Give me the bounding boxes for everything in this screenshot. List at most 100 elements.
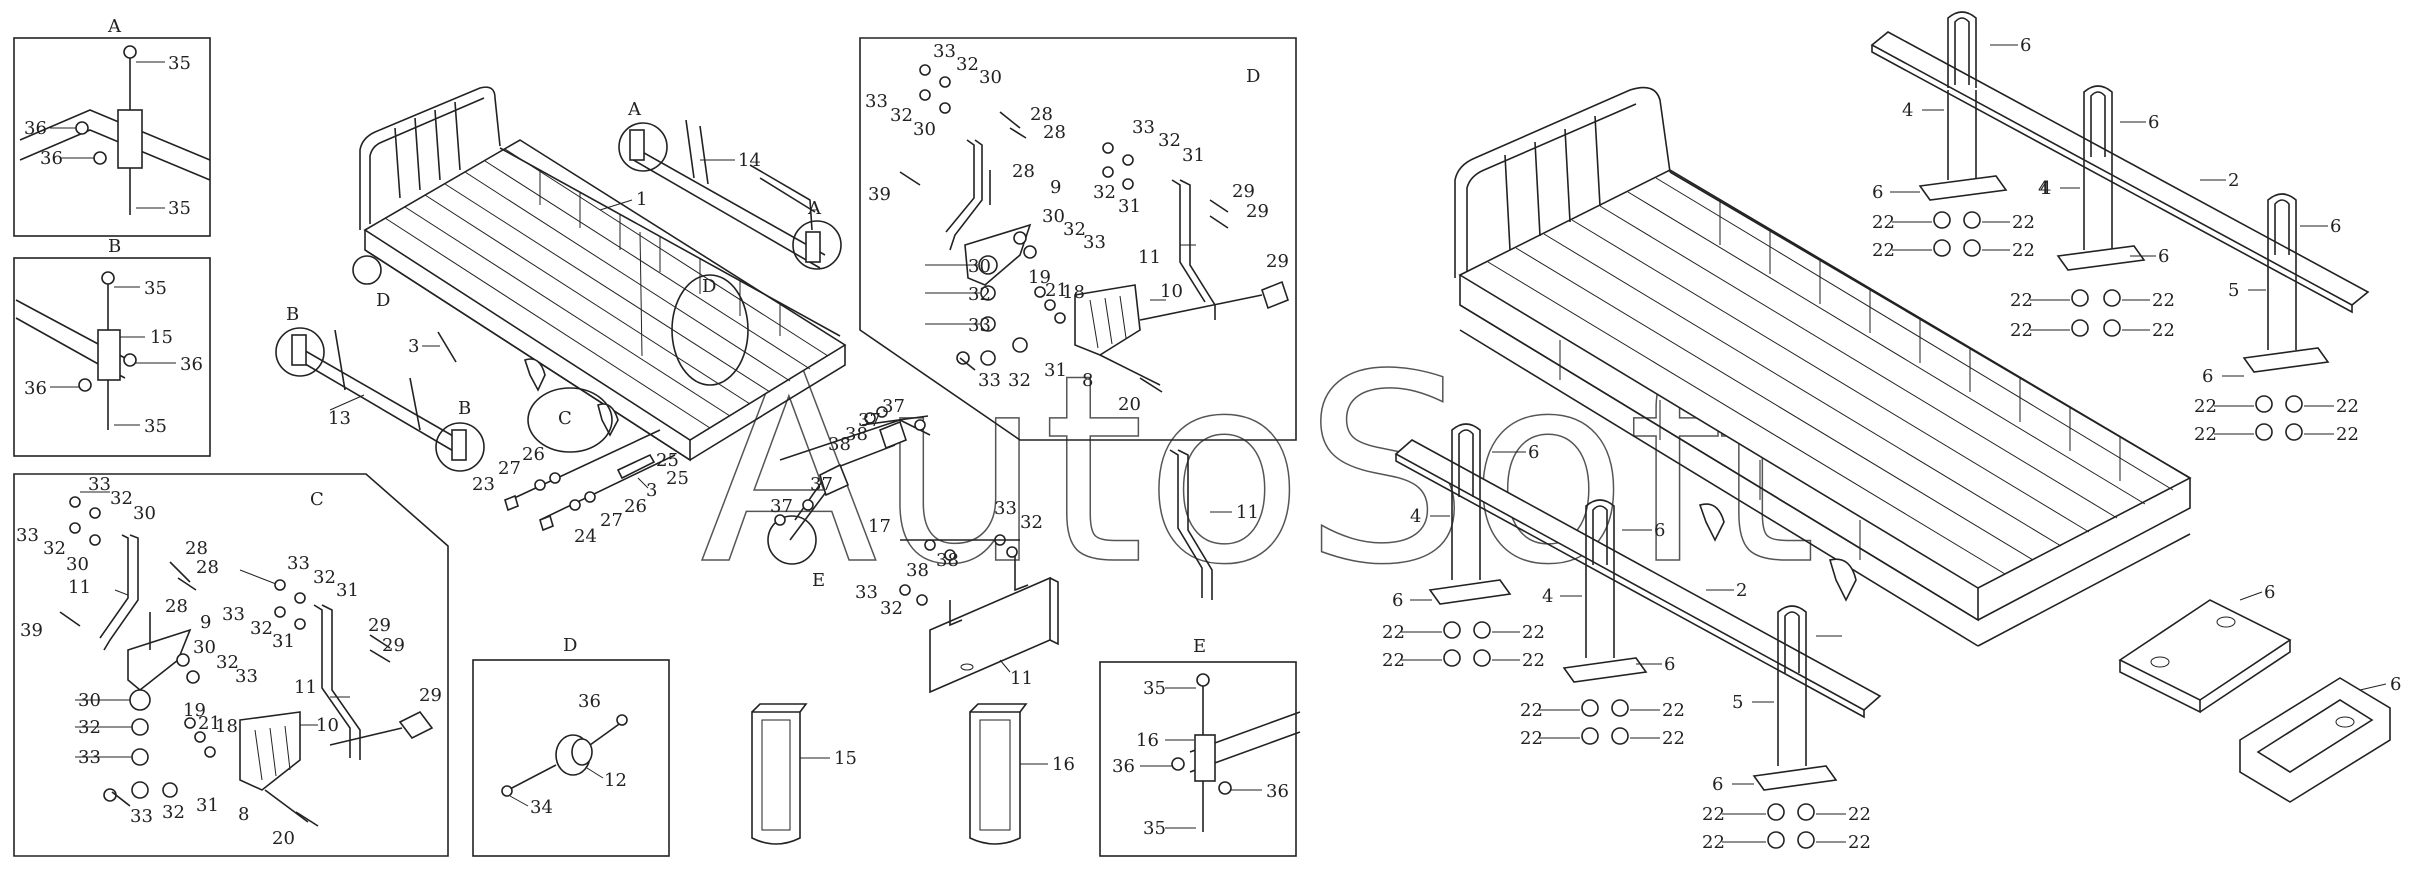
callout-23: 23 <box>472 474 495 495</box>
callout-36: 36 <box>1112 756 1135 777</box>
callout-33: 33 <box>1083 232 1106 253</box>
detail-circle-d-large <box>671 274 749 386</box>
callout-15: 15 <box>834 748 857 769</box>
callout-32: 32 <box>890 105 913 126</box>
callout-7: 11 <box>1010 668 1033 689</box>
callout-36: 36 <box>24 118 47 139</box>
callout-22: 22 <box>2336 396 2359 417</box>
callout-22: 22 <box>1522 650 1545 671</box>
callout-38: 38 <box>906 560 929 581</box>
callout-32: 32 <box>162 802 185 823</box>
callout-6: 6 <box>2330 216 2341 237</box>
callout-19: 19 <box>183 700 206 721</box>
callout-18: 18 <box>1062 282 1085 303</box>
callout-2: 2 <box>2228 170 2239 191</box>
callout-32: 32 <box>1008 370 1031 391</box>
callout-2: 2 <box>1736 580 1747 601</box>
callout-28: 28 <box>196 557 219 578</box>
callout-11: 11 <box>68 577 91 598</box>
callout-B: B <box>458 398 471 419</box>
callout-25: 25 <box>656 450 679 471</box>
callout-35: 35 <box>1143 818 1166 839</box>
part-7: 11 17 38 33 38 33 32 32 <box>855 498 1059 694</box>
callout-22: 22 <box>1520 728 1543 749</box>
callout-30: 30 <box>979 67 1002 88</box>
part-14: A 14 A <box>618 99 842 270</box>
panel-a: A 35 36 36 35 <box>13 16 211 237</box>
callout-6: 6 <box>1664 654 1675 675</box>
panel-c: C <box>13 473 449 857</box>
callout-24: 24 <box>574 526 597 547</box>
callout-27: 27 <box>600 510 623 531</box>
callout-37: 37 <box>858 410 881 431</box>
callout-22: 22 <box>2010 290 2033 311</box>
callout-22: 22 <box>2194 424 2217 445</box>
callout-11: 11 <box>1236 502 1259 523</box>
callout-32: 32 <box>1158 130 1181 151</box>
callout-32: 32 <box>43 538 66 559</box>
callout-22: 22 <box>2152 320 2175 341</box>
callout-B: B <box>286 304 299 325</box>
callout-19: 19 <box>1028 267 1051 288</box>
callout-13: 13 <box>328 408 351 429</box>
callout-28: 28 <box>1043 122 1066 143</box>
panel-d-small: D 36 12 34 <box>472 635 670 857</box>
callout-28: 28 <box>1030 104 1053 125</box>
callout-29: 29 <box>368 615 391 636</box>
panel-e: E 35 16 36 36 35 <box>1099 636 1301 857</box>
callout-D: D <box>702 276 716 297</box>
part-15: 15 <box>751 703 857 845</box>
callout-12: 12 <box>604 770 627 791</box>
callout-16: 16 <box>1052 754 1075 775</box>
callout-36: 36 <box>578 691 601 712</box>
callout-6: 6 <box>2202 366 2213 387</box>
callout-14: 14 <box>738 150 761 171</box>
callout-33: 33 <box>287 553 310 574</box>
detail-circle-c <box>527 387 613 453</box>
callout-26: 26 <box>522 444 545 465</box>
callout-5: 5 <box>2228 280 2239 301</box>
callout-29: 29 <box>1246 201 1269 222</box>
callout-32: 32 <box>110 488 133 509</box>
callout-30: 30 <box>1042 206 1065 227</box>
callout-22: 22 <box>1382 622 1405 643</box>
callout-6: 6 <box>2390 674 2401 695</box>
callout-3: 3 <box>646 480 657 501</box>
callout-22: 22 <box>1872 212 1895 233</box>
callout-30: 30 <box>78 690 101 711</box>
panel-d-small-title: D <box>563 635 577 656</box>
panel-e-title: E <box>1193 636 1206 657</box>
callout-33: 33 <box>130 806 153 827</box>
callout-10: 10 <box>1160 281 1183 302</box>
callout-32: 32 <box>1093 182 1116 203</box>
callout-33: 33 <box>855 582 878 603</box>
callout-29: 29 <box>419 685 442 706</box>
callout-3: 3 <box>408 336 419 357</box>
callout-4: 4 <box>1902 100 1913 121</box>
callout-28: 28 <box>1012 161 1035 182</box>
callout-32: 32 <box>313 567 336 588</box>
callout-C: C <box>558 408 572 429</box>
callout-29: 29 <box>1232 181 1255 202</box>
callout-15: 15 <box>150 327 173 348</box>
part-3: 3 3 <box>408 331 657 501</box>
callout-33: 33 <box>994 498 1017 519</box>
callout-29: 29 <box>382 635 405 656</box>
panel-d: D <box>859 37 1297 441</box>
callout-36: 36 <box>24 378 47 399</box>
callout-6: 6 <box>2148 112 2159 133</box>
part-16: 16 <box>969 703 1075 845</box>
callout-38: 38 <box>828 434 851 455</box>
callout-36: 36 <box>40 148 63 169</box>
callout-6: 6 <box>1712 774 1723 795</box>
callout-20: 20 <box>1118 394 1141 415</box>
panel-a-title: A <box>107 16 122 37</box>
callout-22: 22 <box>1872 240 1895 261</box>
callout-5: 5 <box>1732 692 1743 713</box>
fastener-group: 27 26 23 25 25 27 26 24 <box>472 429 689 547</box>
callout-33: 33 <box>88 474 111 495</box>
callout-31: 31 <box>1044 360 1067 381</box>
callout-8: 8 <box>238 804 249 825</box>
callout-22: 22 <box>1522 622 1545 643</box>
